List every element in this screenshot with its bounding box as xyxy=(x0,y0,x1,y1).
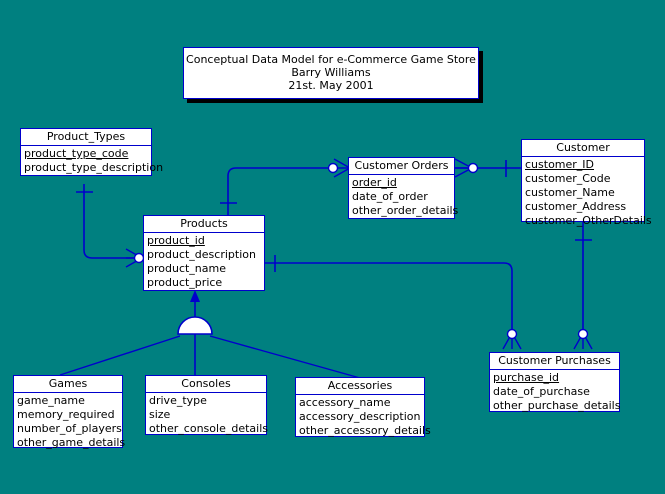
attribute-row: customer_Code xyxy=(525,172,611,185)
cardinality-optional-circle xyxy=(467,162,479,174)
entity-customer-purchases[interactable]: Customer Purchases purchase_id date_of_p… xyxy=(489,352,620,412)
entity-product-types[interactable]: Product_Types product_type_code product_… xyxy=(20,128,164,177)
title-block: Conceptual Data Model for e-Commerce Gam… xyxy=(183,47,479,99)
relationship-products-to-customer-purchases xyxy=(265,255,522,350)
relationship-products-to-customer-orders xyxy=(220,158,351,215)
crowfoot-many xyxy=(454,158,473,178)
entity-title: Customer Purchases xyxy=(490,353,619,370)
attribute-row: product_id xyxy=(147,234,205,247)
title-line-1: Conceptual Data Model for e-Commerce Gam… xyxy=(186,53,476,66)
attribute-row: order_id xyxy=(352,176,397,189)
entity-title: Consoles xyxy=(146,376,266,393)
attribute-row: accessory_description xyxy=(299,410,421,423)
entity-title: Games xyxy=(14,376,122,393)
entity-games[interactable]: Games game_name memory_required number_o… xyxy=(13,375,125,449)
attribute-row: product_type_description xyxy=(24,161,164,174)
entity-attribute-list: product_type_code product_type_descripti… xyxy=(21,146,164,177)
entity-products[interactable]: Products product_id product_description … xyxy=(143,215,265,291)
attribute-row: other_accessory_details xyxy=(299,424,431,437)
attribute-row: customer_Name xyxy=(525,186,615,199)
relationship-customer-to-customer-purchases xyxy=(573,222,593,350)
attribute-row: other_purchase_details xyxy=(493,399,621,412)
title-line-2: Barry Williams xyxy=(291,66,371,79)
entity-attribute-list: customer_ID customer_Code customer_Name … xyxy=(522,157,652,230)
attribute-row: size xyxy=(149,408,171,421)
entity-attribute-list: product_id product_description product_n… xyxy=(144,233,264,292)
attribute-row: customer_Address xyxy=(525,200,627,213)
entity-title: Customer Orders xyxy=(349,158,454,175)
entity-attribute-list: drive_type size other_console_details xyxy=(146,393,268,438)
crowfoot-many xyxy=(502,332,522,350)
entity-consoles[interactable]: Consoles drive_type size other_console_d… xyxy=(145,375,268,438)
attribute-row: product_type_code xyxy=(24,147,129,160)
attribute-row: number_of_players xyxy=(17,422,122,435)
title-line-3: 21st. May 2001 xyxy=(288,79,374,92)
attribute-row: accessory_name xyxy=(299,396,391,409)
cardinality-optional-circle xyxy=(327,162,339,174)
attribute-row: customer_ID xyxy=(525,158,595,171)
attribute-row: game_name xyxy=(17,394,85,407)
entity-attribute-list: game_name memory_required number_of_play… xyxy=(14,393,126,452)
entity-customer-orders[interactable]: Customer Orders order_id date_of_order o… xyxy=(348,157,459,220)
subtype-半-disc-icon xyxy=(177,316,213,335)
attribute-row: other_console_details xyxy=(149,422,268,435)
attribute-row: product_name xyxy=(147,262,227,275)
entity-attribute-list: order_id date_of_order other_order_detai… xyxy=(349,175,459,220)
attribute-row: other_order_details xyxy=(352,204,459,217)
entity-title: Customer xyxy=(522,140,644,157)
cardinality-optional-circle xyxy=(577,328,589,340)
entity-title: Products xyxy=(144,216,264,233)
attribute-row: other_game_details xyxy=(17,436,126,449)
entity-customer[interactable]: Customer customer_ID customer_Code custo… xyxy=(521,139,652,227)
generalization-products-subtypes xyxy=(59,290,361,379)
entity-accessories[interactable]: Accessories accessory_name accessory_des… xyxy=(295,377,431,440)
crowfoot-many xyxy=(125,248,143,268)
entity-title: Product_Types xyxy=(21,129,151,146)
relationship-customer-orders-to-customer xyxy=(454,158,521,178)
entity-attribute-list: accessory_name accessory_description oth… xyxy=(296,395,431,440)
attribute-row: memory_required xyxy=(17,408,115,421)
attribute-row: purchase_id xyxy=(493,371,560,384)
attribute-row: drive_type xyxy=(149,394,207,407)
attribute-row: product_description xyxy=(147,248,256,261)
crowfoot-many xyxy=(573,332,593,350)
entity-title: Accessories xyxy=(296,378,424,395)
attribute-row: date_of_purchase xyxy=(493,385,590,398)
attribute-row: date_of_order xyxy=(352,190,428,203)
cardinality-optional-circle xyxy=(506,328,518,340)
attribute-row: product_price xyxy=(147,276,223,289)
entity-attribute-list: purchase_id date_of_purchase other_purch… xyxy=(490,370,621,415)
attribute-row: customer_OtherDetails xyxy=(525,214,652,227)
